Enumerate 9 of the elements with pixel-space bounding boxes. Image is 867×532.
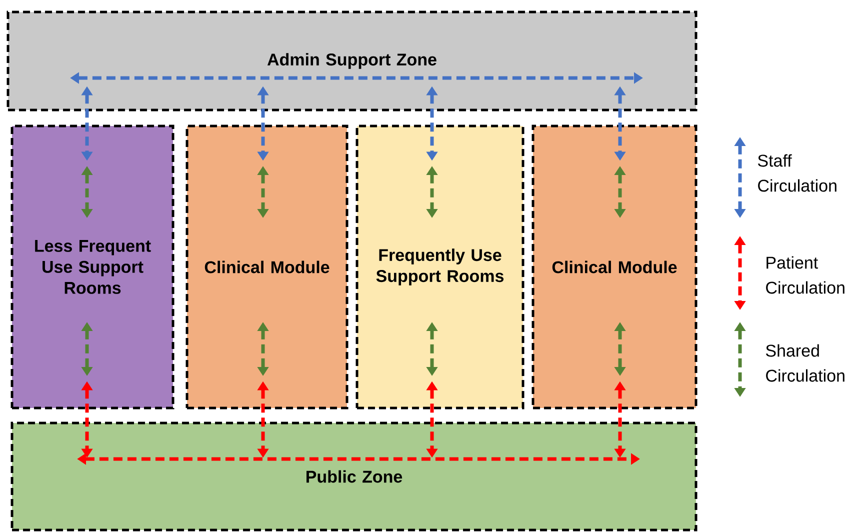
legend-label: Patient Circulation xyxy=(766,256,844,294)
module-box: Clinical Module xyxy=(186,124,348,410)
module-box: Clinical Module xyxy=(532,124,698,410)
zone-box: Admin Support Zone xyxy=(6,10,698,112)
zone-box: Public Zone xyxy=(10,422,698,532)
legend-label: Shared Circulation xyxy=(766,344,844,382)
legend-label: Staff Circulation xyxy=(758,154,836,192)
module-box: Less Frequent Use Support Rooms xyxy=(10,124,174,410)
module-box: Frequently Use Support Rooms xyxy=(356,124,524,410)
